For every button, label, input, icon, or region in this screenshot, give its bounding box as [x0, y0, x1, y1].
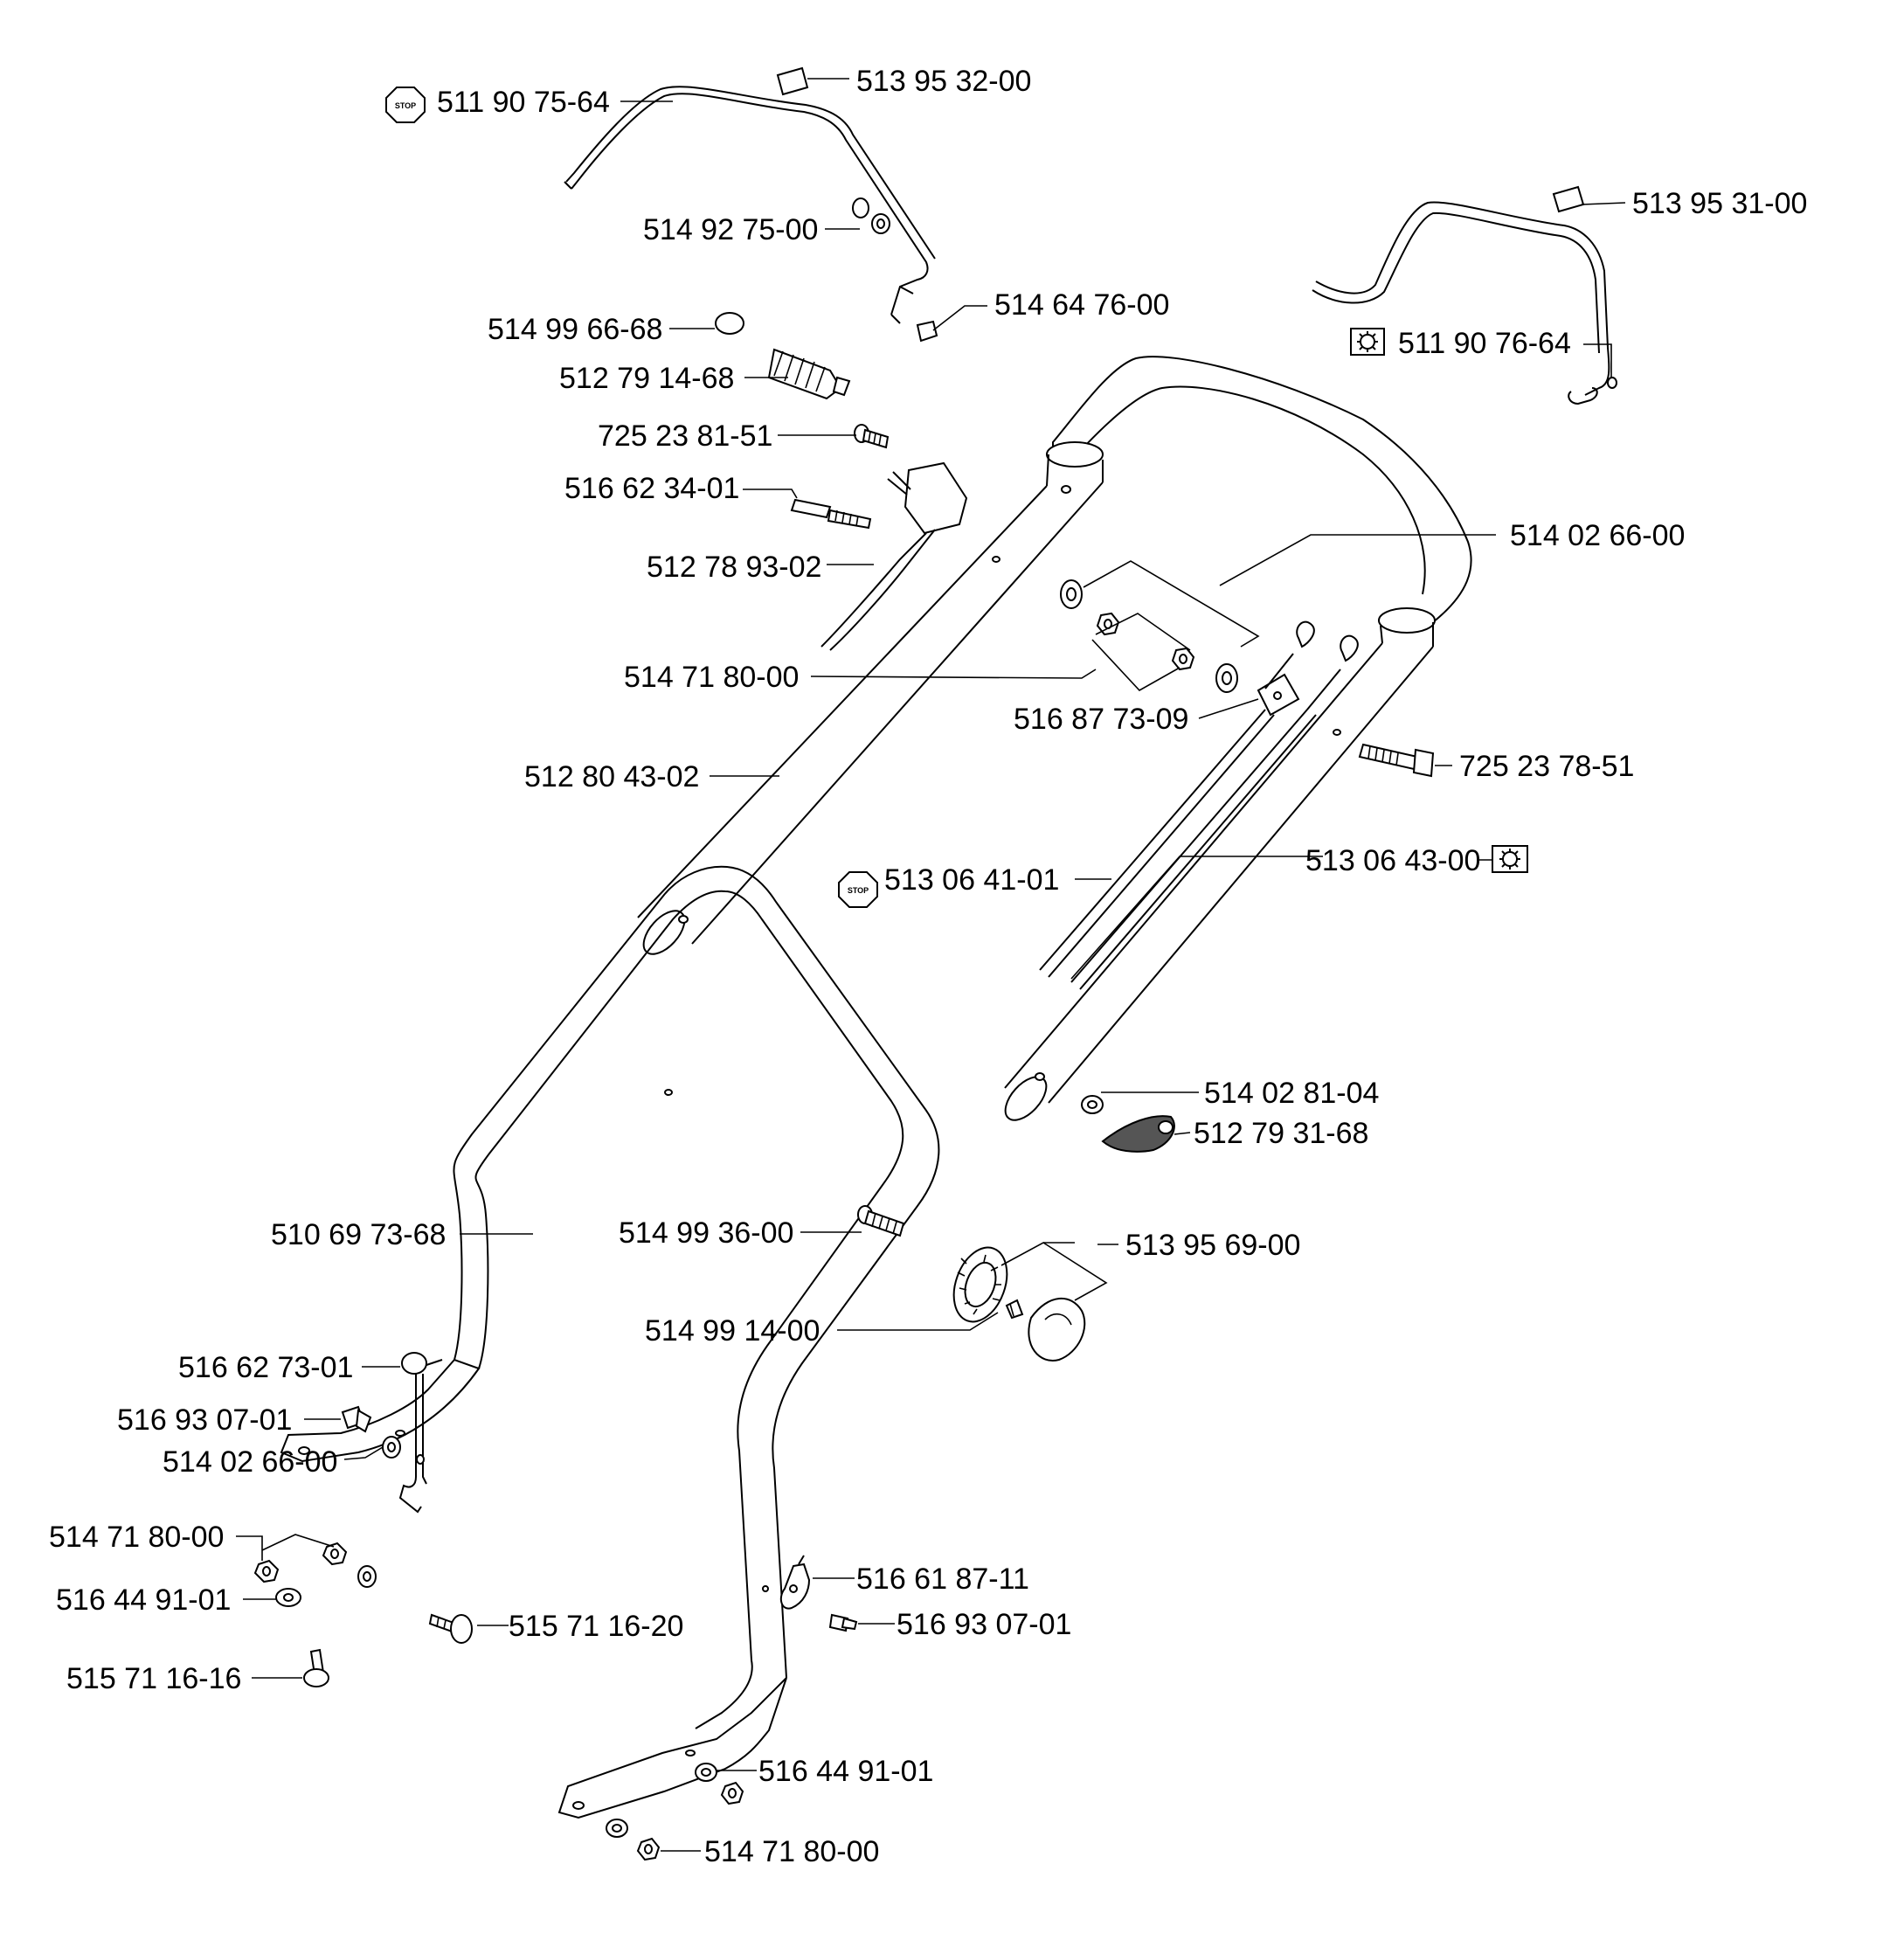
part-label-514026600-bottom: 514 02 66-00 — [163, 1445, 337, 1479]
nuts-514718000-left — [236, 1534, 377, 1588]
gear-icon — [1492, 845, 1528, 873]
grip-513953200 — [776, 66, 809, 96]
part-label-513953200: 513 95 32-00 — [856, 65, 1031, 98]
part-label-512804302: 512 80 43-02 — [524, 760, 699, 793]
part-label-725238151: 725 23 81-51 — [598, 419, 772, 453]
knob-512793168 — [1101, 1115, 1175, 1153]
part-label-514718000-left: 514 71 80-00 — [49, 1521, 224, 1554]
cable-clip-516877309 — [1257, 620, 1359, 717]
part-label-514927500: 514 92 75-00 — [643, 213, 818, 246]
bolt-515711616 — [303, 1648, 329, 1687]
part-label-513064300: 513 06 43-00 — [1305, 844, 1480, 877]
part-label-514028104: 514 02 81-04 — [1204, 1077, 1379, 1110]
part-label-510697368: 510 69 73-68 — [271, 1218, 446, 1251]
washer-516449101-left — [275, 1588, 301, 1607]
part-labels: 511 90 75-64 513 95 32-00 514 92 75-00 5… — [49, 65, 1807, 1868]
washer-516449101-bottom — [695, 1763, 744, 1805]
knob-assembly-513956900 — [952, 1242, 1108, 1362]
leader-lines — [243, 78, 1626, 1852]
part-label-516618711: 516 61 87-11 — [856, 1563, 1029, 1596]
part-label-512789302: 512 78 93-02 — [647, 551, 821, 584]
washer-514028104 — [1081, 1095, 1104, 1114]
part-label-515711616: 515 71 16-16 — [66, 1662, 241, 1695]
part-label-513956900: 513 95 69-00 — [1125, 1229, 1300, 1262]
bushing-514927500 — [852, 197, 890, 234]
control-bail-left — [564, 86, 936, 324]
stop-symbol: STOP — [838, 871, 878, 908]
hardware-set-top — [1060, 560, 1260, 693]
part-label-516930701-left: 516 93 07-01 — [117, 1403, 292, 1437]
part-label-512791468: 512 79 14-68 — [559, 362, 734, 395]
bolt-514993600 — [857, 1205, 905, 1237]
rod-516627301 — [398, 1352, 443, 1514]
part-label-512793168: 512 79 31-68 — [1194, 1117, 1368, 1150]
part-label-516623401: 516 62 34-01 — [564, 472, 739, 505]
bracket-516623401 — [790, 461, 968, 535]
gear-icon — [1350, 328, 1385, 356]
stop-symbol-text: STOP — [395, 101, 416, 110]
cable-512789302 — [820, 529, 936, 651]
cable-513064101 — [1039, 709, 1275, 978]
part-label-516877309: 516 87 73-09 — [1014, 703, 1188, 736]
part-label-511907564: 511 90 75-64 — [437, 86, 610, 119]
part-label-516449101-left: 516 44 91-01 — [56, 1583, 231, 1617]
part-label-514647600: 514 64 76-00 — [994, 288, 1169, 322]
bracket-516618711 — [779, 1555, 811, 1610]
screw-725238151 — [854, 424, 890, 449]
part-label-513953100: 513 95 31-00 — [1632, 187, 1807, 220]
screw-516930701-left — [341, 1405, 372, 1433]
part-label-516449101-bottom: 516 44 91-01 — [758, 1755, 933, 1788]
cable-513064300 — [1070, 709, 1317, 990]
nuts-514718000-bottom — [606, 1819, 661, 1861]
stop-symbol-text: STOP — [848, 886, 869, 895]
part-label-514718000-top: 514 71 80-00 — [624, 661, 799, 694]
stop-symbol: STOP — [385, 87, 426, 123]
knob-514996668 — [715, 312, 744, 335]
part-label-514718000-bottom: 514 71 80-00 — [704, 1835, 879, 1868]
washer-514026600-bottom — [382, 1436, 401, 1459]
part-label-516627301: 516 62 73-01 — [178, 1351, 353, 1384]
part-label-514991400: 514 99 14-00 — [645, 1314, 820, 1348]
screw-516930701-right — [828, 1613, 858, 1632]
grip-513953100 — [1552, 185, 1585, 213]
part-label-514026600-top: 514 02 66-00 — [1510, 519, 1685, 552]
part-label-511907664: 511 90 76-64 — [1398, 327, 1571, 360]
bolt-515711620 — [428, 1613, 473, 1644]
cap-514647600 — [916, 320, 938, 343]
control-bail-right — [1312, 201, 1617, 405]
lower-handle — [280, 865, 940, 1819]
part-label-516930701-right: 516 93 07-01 — [897, 1608, 1071, 1641]
part-label-515711620: 515 71 16-20 — [509, 1610, 683, 1643]
bolt-725237851 — [1358, 743, 1435, 778]
upper-handle — [637, 356, 1472, 1121]
spring-512791468 — [767, 348, 851, 400]
part-label-725237851: 725 23 78-51 — [1459, 750, 1634, 783]
part-label-514993600: 514 99 36-00 — [619, 1216, 793, 1250]
part-label-513064101: 513 06 41-01 — [884, 863, 1059, 897]
part-label-514996668: 514 99 66-68 — [488, 313, 662, 346]
